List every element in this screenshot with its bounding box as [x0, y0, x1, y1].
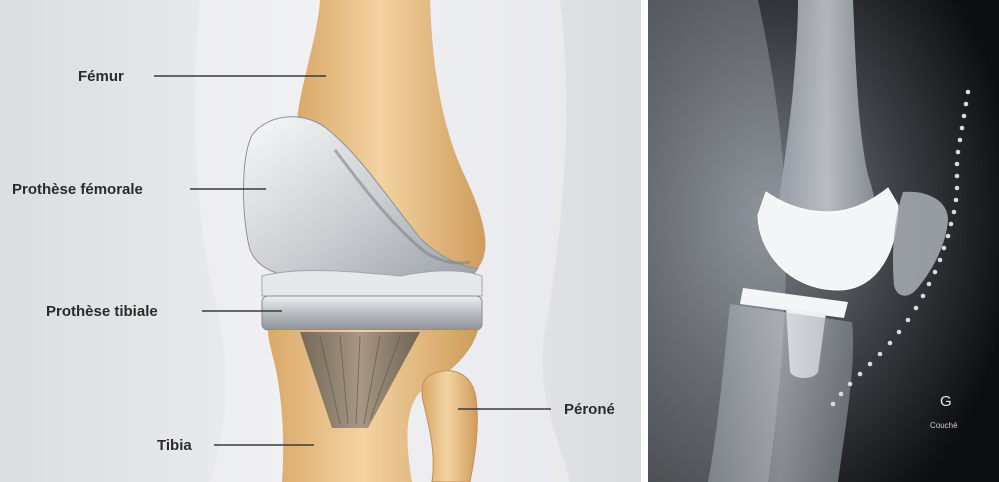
- illustration-canvas: Fémur Prothèse fémorale Prothèse tibiale…: [0, 0, 641, 482]
- knee-prosthesis-illustration: Fémur Prothèse fémorale Prothèse tibiale…: [0, 0, 641, 482]
- xray-canvas: G Couché: [648, 0, 999, 482]
- label-femoral-prosthesis: Prothèse fémorale: [12, 181, 143, 198]
- label-tibia: Tibia: [157, 437, 192, 454]
- label-femur: Fémur: [78, 68, 124, 85]
- label-tibial-prosthesis: Prothèse tibiale: [46, 303, 158, 320]
- tibial-tray: [262, 296, 482, 330]
- xray-side-marker: G: [940, 393, 952, 410]
- tibial-insert: [262, 271, 482, 296]
- label-fibula: Péroné: [564, 401, 615, 418]
- xray-position-label: Couché: [930, 421, 958, 430]
- knee-xray-photo: G Couché: [648, 0, 999, 482]
- xray-tibia: [708, 304, 853, 482]
